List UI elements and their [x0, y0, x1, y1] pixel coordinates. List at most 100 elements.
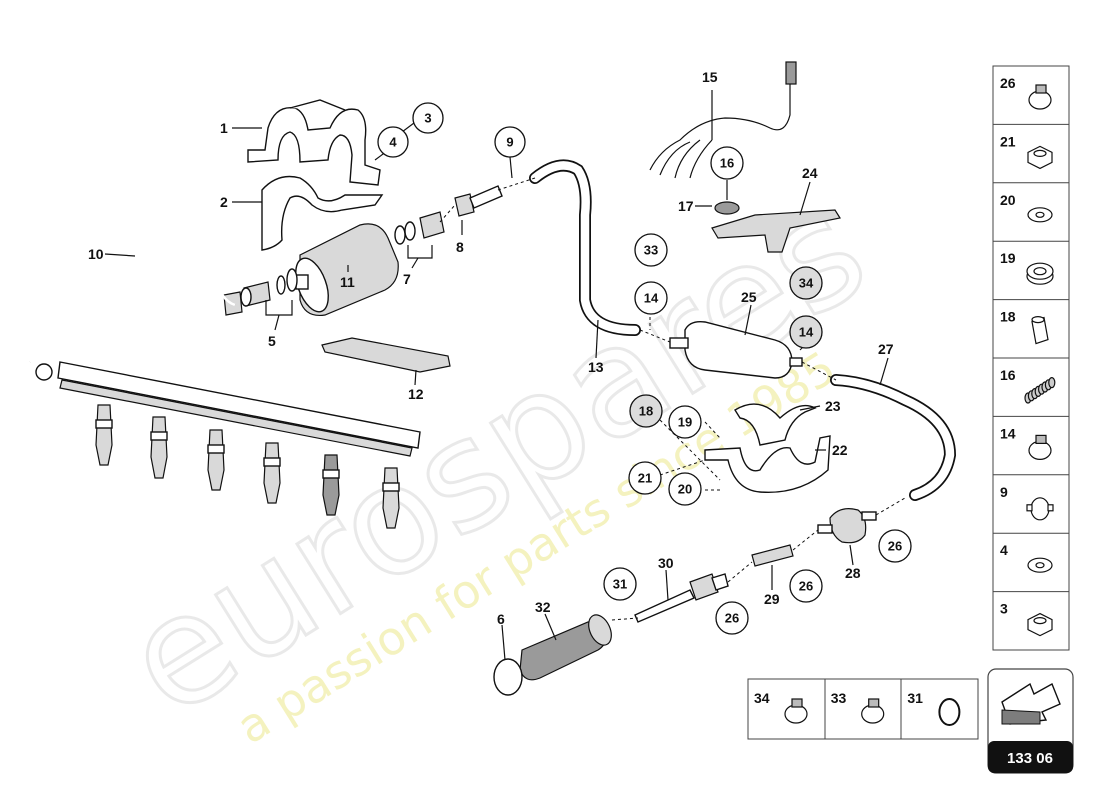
- side-legend-number: 14: [1000, 425, 1016, 441]
- o-ring-icon: [938, 698, 961, 726]
- callout-3: 3: [412, 102, 444, 134]
- svg-text:34: 34: [799, 276, 814, 291]
- label-5: 5: [268, 333, 276, 349]
- bottom-legend-number: 33: [831, 690, 847, 706]
- callout-19: 19: [668, 405, 702, 439]
- side-legend-number: 9: [1000, 484, 1008, 500]
- label-29: 29: [764, 591, 780, 607]
- label-25: 25: [741, 289, 757, 305]
- side-legend-cell: 14: [993, 415, 1069, 460]
- label-11: 11: [340, 274, 355, 290]
- side-legend-cell: 20: [993, 182, 1069, 223]
- callout-4: 4: [377, 126, 409, 158]
- injector: [207, 429, 225, 491]
- label-24: 24: [802, 165, 818, 181]
- circled-callouts: 3 4 9 16 33 14 34 14 18 19 21 20 26 26 2…: [377, 102, 912, 635]
- diagram-code: 133 06: [1007, 750, 1053, 767]
- label-2: 2: [220, 194, 228, 210]
- label-10: 10: [88, 246, 104, 262]
- sender-unit-part-32: [519, 614, 612, 681]
- callout-14: 14: [634, 281, 668, 315]
- part-labels: 1 2 10 11 5 7 8 12 13 15 17 24 25 27 23 …: [88, 69, 894, 627]
- bottom-legend: 34 33 31: [747, 678, 979, 740]
- svg-text:9: 9: [506, 135, 513, 150]
- injector: [263, 442, 281, 504]
- pipe-part-29: [751, 544, 794, 567]
- sender-part-30: [634, 573, 729, 623]
- svg-text:14: 14: [799, 325, 814, 340]
- svg-text:26: 26: [888, 539, 902, 554]
- wiring-part-15: [649, 61, 797, 179]
- side-legend-cell: 19: [993, 240, 1069, 285]
- plate-part-12: [321, 337, 451, 373]
- callout-18: 18: [629, 394, 663, 428]
- label-32: 32: [535, 599, 551, 615]
- label-22: 22: [832, 442, 848, 458]
- svg-text:18: 18: [639, 404, 653, 419]
- hose-clamp-icon: [1028, 434, 1052, 460]
- inline-filter-part-28: [817, 508, 877, 544]
- label-13: 13: [588, 359, 604, 375]
- bottom-legend-number: 34: [754, 690, 770, 706]
- side-legend-number: 4: [1000, 542, 1008, 558]
- grommet-part-17: [714, 201, 740, 215]
- hose-part-27: [830, 374, 957, 501]
- hose-part-13: [529, 159, 641, 336]
- nut-icon: [1027, 612, 1053, 637]
- callout-16: 16: [710, 146, 744, 180]
- side-legend-number: 21: [1000, 133, 1016, 149]
- fuel-line-part-10: [28, 222, 236, 381]
- label-8: 8: [456, 239, 464, 255]
- label-12: 12: [408, 386, 424, 402]
- label-1: 1: [220, 120, 228, 136]
- label-15: 15: [702, 69, 718, 85]
- fuel-filter-part-11: [295, 223, 399, 317]
- label-27: 27: [878, 341, 894, 357]
- side-legend-number: 19: [1000, 250, 1016, 266]
- side-legend-cell: 16: [993, 357, 1069, 404]
- clip-icon: [1026, 497, 1054, 521]
- bracket-part-22: [704, 435, 831, 494]
- svg-text:3: 3: [424, 111, 431, 126]
- hose-clamp-icon: [861, 698, 885, 724]
- bottom-legend-cell: 31: [907, 690, 961, 726]
- side-legend-number: 20: [1000, 192, 1016, 208]
- callout-33: 33: [634, 233, 668, 267]
- spring-icon: [1024, 377, 1056, 404]
- circlip-part-6: [493, 658, 523, 696]
- svg-text:16: 16: [720, 156, 734, 171]
- side-legend-cell: 9: [993, 474, 1069, 521]
- diagram-code-box: 133 06: [987, 668, 1074, 774]
- bottom-legend-cell: 33: [831, 690, 885, 724]
- svg-text:4: 4: [389, 135, 397, 150]
- injector: [150, 416, 168, 479]
- side-legend-cell: 3: [993, 591, 1069, 637]
- fuel-pump-part-25: [669, 320, 803, 379]
- svg-text:19: 19: [678, 415, 692, 430]
- label-17: 17: [678, 198, 694, 214]
- side-legend-cell: 18: [993, 299, 1069, 345]
- callout-26: 26: [715, 601, 749, 635]
- seal-rings-part-7: [394, 211, 445, 245]
- svg-text:21: 21: [638, 471, 652, 486]
- arrow-icon: [1001, 682, 1061, 725]
- callout-9: 9: [494, 126, 526, 158]
- svg-text:33: 33: [644, 243, 658, 258]
- hose-clamp-icon: [1028, 84, 1052, 110]
- fitting-part-8: [454, 185, 503, 217]
- svg-text:26: 26: [725, 611, 739, 626]
- svg-text:31: 31: [613, 577, 627, 592]
- side-legend-number: 16: [1000, 367, 1016, 383]
- label-28: 28: [845, 565, 861, 581]
- label-7: 7: [403, 271, 411, 287]
- thick-washer-icon: [1026, 262, 1054, 285]
- callout-20: 20: [668, 472, 702, 506]
- bottom-legend-number: 31: [907, 690, 923, 706]
- injector: [322, 454, 340, 516]
- washer-icon: [1027, 557, 1053, 573]
- svg-text:20: 20: [678, 482, 692, 497]
- bracket-part-1: [247, 99, 381, 186]
- seal-rings-part-5: [223, 268, 298, 316]
- callout-21: 21: [628, 461, 662, 495]
